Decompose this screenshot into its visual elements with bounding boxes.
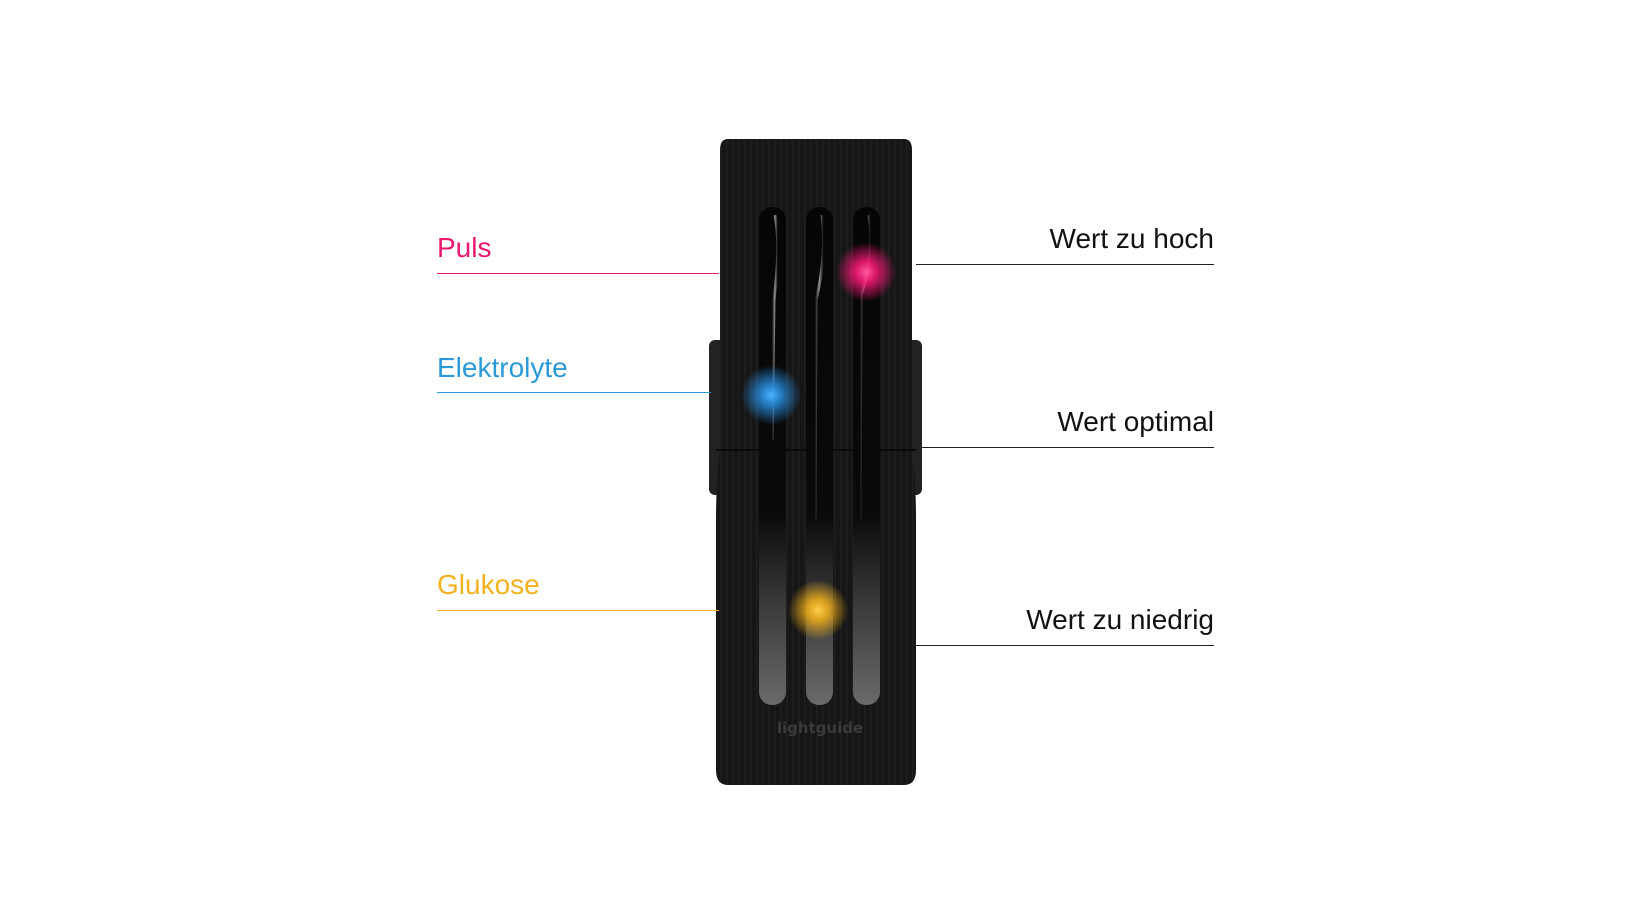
leader-line-wert-zu-hoch	[916, 264, 1214, 265]
label-wert-zu-niedrig: Wert zu niedrig	[1026, 604, 1214, 635]
leader-line-puls	[437, 273, 719, 274]
indicator-glukose-glow	[788, 580, 848, 640]
label-wert-zu-hoch: Wert zu hoch	[1049, 223, 1214, 254]
label-glukose: Glukose	[437, 569, 540, 600]
indicator-puls-glow	[836, 242, 896, 302]
leader-line-wert-optimal	[916, 447, 1214, 448]
leader-line-wert-zu-niedrig	[916, 645, 1214, 646]
leader-line-elektrolyte	[437, 392, 711, 393]
brand-logo: lightguide	[777, 719, 863, 737]
indicator-elektrolyte-glow	[741, 365, 801, 425]
label-elektrolyte: Elektrolyte	[437, 352, 568, 383]
slot-elektrolyte	[759, 207, 786, 705]
leader-line-glukose	[437, 610, 719, 611]
label-puls: Puls	[437, 232, 492, 263]
label-wert-optimal: Wert optimal	[1057, 406, 1214, 437]
slot-sheen-2	[813, 214, 826, 521]
slot-sheen-1	[770, 214, 780, 441]
